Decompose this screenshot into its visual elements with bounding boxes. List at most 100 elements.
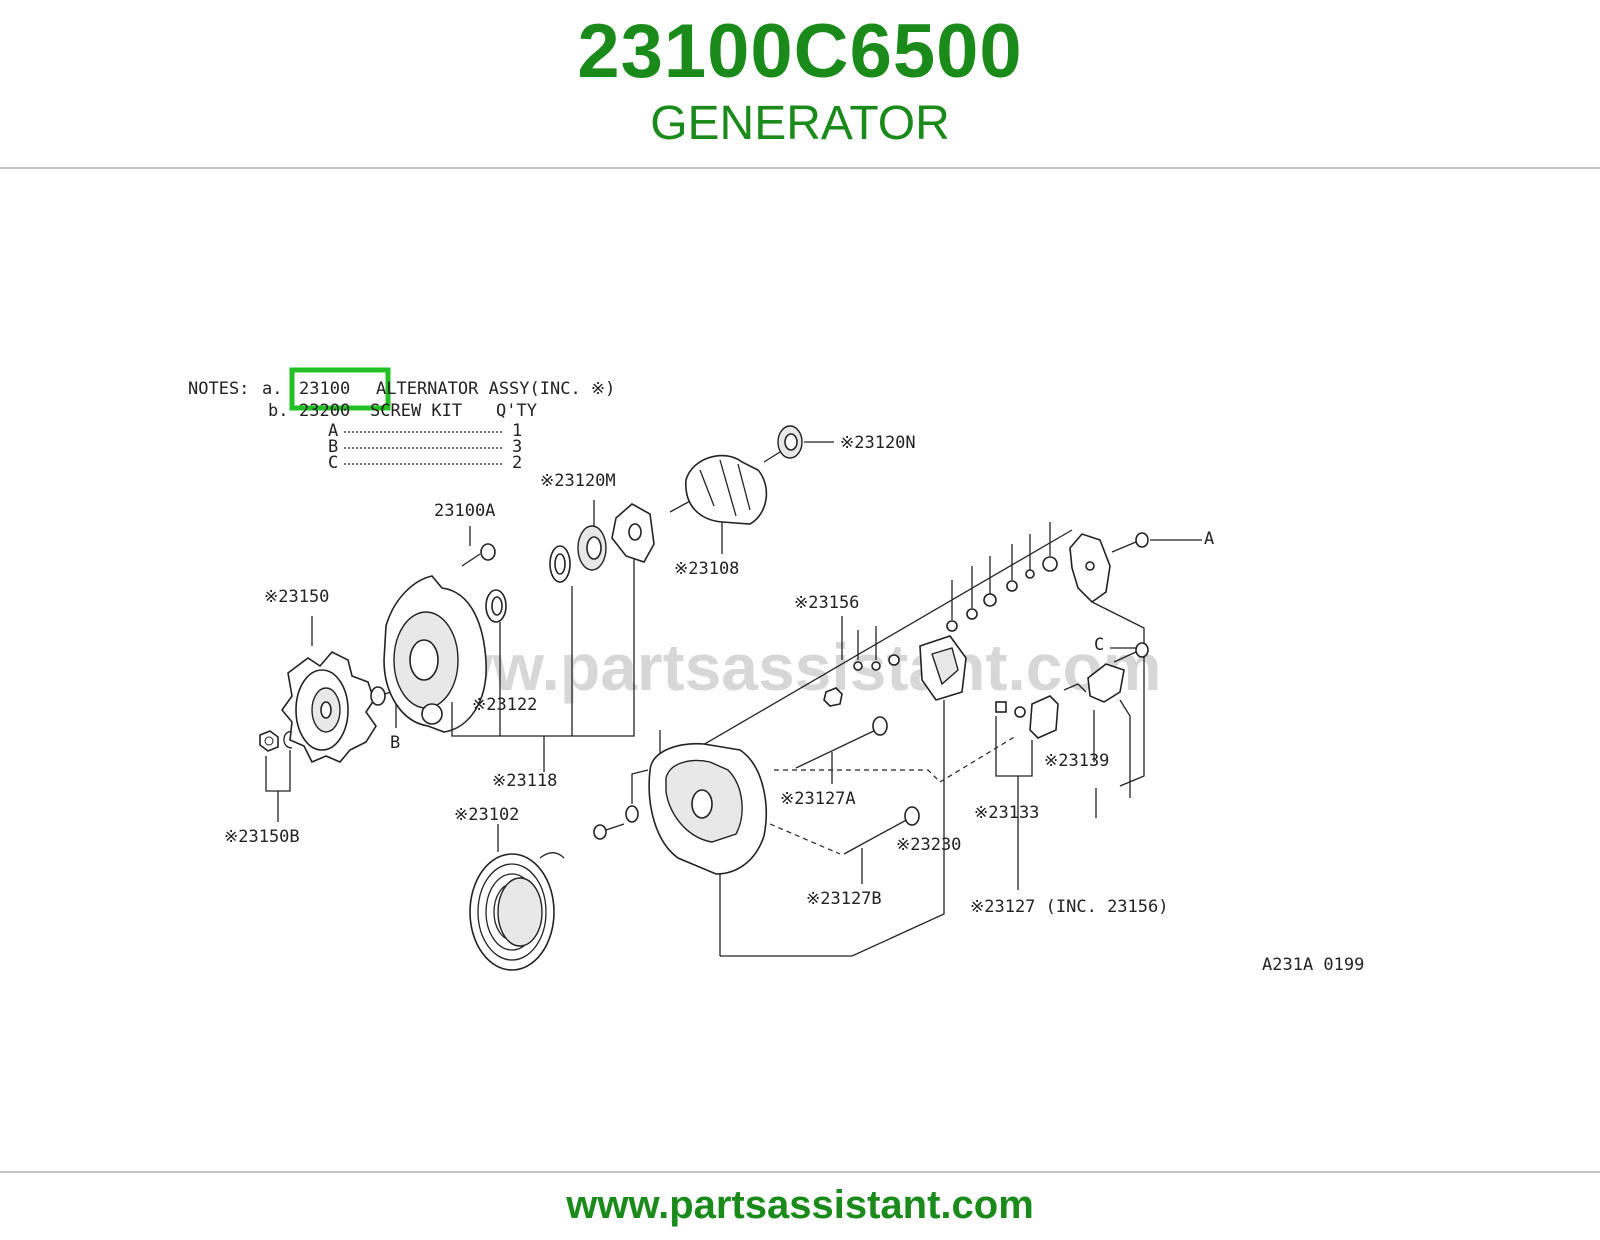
label-23108[interactable]: ※23108 (674, 559, 739, 579)
label-23100a[interactable]: 23100A (434, 501, 495, 521)
bolt-shank (461, 553, 481, 567)
notes-line-a-marker: a. (262, 379, 282, 399)
rear-bearing-bore (784, 433, 798, 451)
bracket-c-body (1087, 663, 1125, 703)
part-23150b-nut-washer[interactable] (259, 730, 295, 822)
notes-line-b-marker: b. (268, 401, 288, 421)
label-23133[interactable]: ※23133 (974, 803, 1039, 823)
label-23120n[interactable]: ※23120N (840, 433, 916, 453)
rotor-body (685, 454, 768, 525)
screw-c-shank (1113, 651, 1137, 663)
part-rear-washer-stack[interactable] (946, 522, 1058, 632)
part-23127b-through-bolt[interactable] (769, 806, 920, 884)
part-23100a-bolt[interactable] (461, 526, 496, 567)
part-23122-seal[interactable] (485, 589, 507, 736)
highlighted-part-box[interactable] (289, 367, 391, 411)
brush-1 (995, 701, 1007, 713)
diagram-code: A231A 0199 (1262, 955, 1364, 975)
label-b[interactable]: B (390, 733, 400, 753)
nut-hole (264, 736, 274, 746)
label-23127a[interactable]: ※23127A (780, 789, 856, 809)
stator-lead (539, 852, 565, 859)
stack-washer-6 (1042, 556, 1058, 572)
terminal-plate-hole (1085, 561, 1095, 571)
label-23122[interactable]: ※23122 (472, 695, 537, 715)
pulley-bore (320, 701, 332, 719)
label-23230[interactable]: ※23230 (896, 835, 961, 855)
notes-line-b-part: 23200 (299, 401, 350, 421)
rear-housing-bore (691, 789, 713, 819)
stator-core (497, 877, 543, 947)
part-23127a-through-bolt[interactable] (774, 716, 1017, 784)
label-23127b[interactable]: ※23127B (806, 889, 882, 909)
qty-row-a-value: 1 (512, 421, 522, 441)
rotor-shaft-rear (763, 451, 781, 463)
highlighted-part-number[interactable]: 23100 (299, 379, 350, 399)
footer-website-link[interactable]: www.partsassistant.com (566, 1183, 1034, 1227)
bearing-retainer-hole (554, 553, 566, 575)
qty-row-c-key: C (328, 453, 338, 473)
stack-washer-3 (983, 593, 997, 607)
terminal-washer-2 (871, 661, 881, 671)
part-bracket-c[interactable] (1063, 642, 1149, 798)
housing-ear (421, 703, 443, 725)
part-number-title: 23100C6500 (577, 9, 1023, 94)
part-23230-regulator[interactable] (919, 635, 967, 842)
bearing-bore (586, 536, 602, 560)
seal-inner (491, 596, 503, 616)
bolt-b-shank (843, 817, 911, 855)
part-rear-small-screw[interactable] (593, 769, 649, 840)
part-rear-housing[interactable] (648, 742, 945, 957)
screw-a-shank (1111, 541, 1137, 553)
small-screw-shank (605, 823, 625, 831)
leader-plate-bracket (1091, 601, 1145, 787)
qty-row-b-key: B (328, 437, 338, 457)
part-23120n-bearing[interactable] (777, 425, 834, 459)
bearing-plate-hole (628, 523, 642, 541)
label-23150[interactable]: ※23150 (264, 587, 329, 607)
part-terminal-plate-a[interactable] (1069, 532, 1202, 787)
watermark: www.partsassistant.com (389, 630, 1161, 704)
leader-23127-bottom (720, 842, 945, 957)
screw-a-head (1135, 532, 1149, 548)
label-a[interactable]: A (1204, 529, 1214, 549)
bolt-head (480, 543, 496, 561)
part-23118-bearing-group[interactable] (543, 500, 655, 772)
small-screw-washer (625, 805, 639, 823)
part-23102-stator[interactable] (469, 824, 565, 971)
label-23156[interactable]: ※23156 (794, 593, 859, 613)
qty-row-a-key: A (328, 421, 338, 441)
label-23150b[interactable]: ※23150B (224, 827, 300, 847)
part-23133-brush-set[interactable] (995, 695, 1097, 818)
part-front-housing[interactable] (383, 556, 635, 737)
small-screw-head (593, 824, 607, 840)
screw-c-head (1135, 642, 1149, 658)
regulator-face (931, 647, 959, 686)
leader-23118-housing (451, 556, 635, 737)
label-23118[interactable]: ※23118 (492, 771, 557, 791)
label-23120m[interactable]: ※23120M (540, 471, 616, 491)
part-23108-rotor[interactable] (669, 451, 781, 554)
bolt-a-shank (795, 727, 881, 769)
label-c[interactable]: C (1094, 635, 1104, 655)
brush-spring (1014, 706, 1026, 718)
page-header: 23100C6500 GENERATOR (0, 0, 1600, 168)
qty-row-c-value: 2 (512, 453, 522, 473)
brush-holder (1029, 695, 1059, 739)
exploded-parts-diagram: www.partsassistant.com NOTES: a. 23100 A… (180, 330, 1420, 1012)
bracket-c-clip (1063, 683, 1087, 693)
small-screw-leader (631, 769, 649, 804)
part-name-subtitle: GENERATOR (650, 97, 950, 150)
label-23127[interactable]: ※23127 (INC. 23156) (970, 897, 1168, 917)
terminal-washer-3 (888, 654, 900, 666)
housing-bore (409, 639, 439, 681)
part-23150-pulley-fan[interactable] (280, 616, 377, 764)
leader-bracket-c-right (1119, 699, 1131, 798)
dashed-path-a (774, 735, 1017, 783)
notes-line-b-text: SCREW KIT (370, 401, 462, 421)
label-23139[interactable]: ※23139 (1044, 751, 1109, 771)
label-23102[interactable]: ※23102 (454, 805, 519, 825)
footer-divider (0, 1171, 1600, 1173)
header-divider (0, 167, 1600, 169)
stack-washer-1 (946, 620, 958, 632)
